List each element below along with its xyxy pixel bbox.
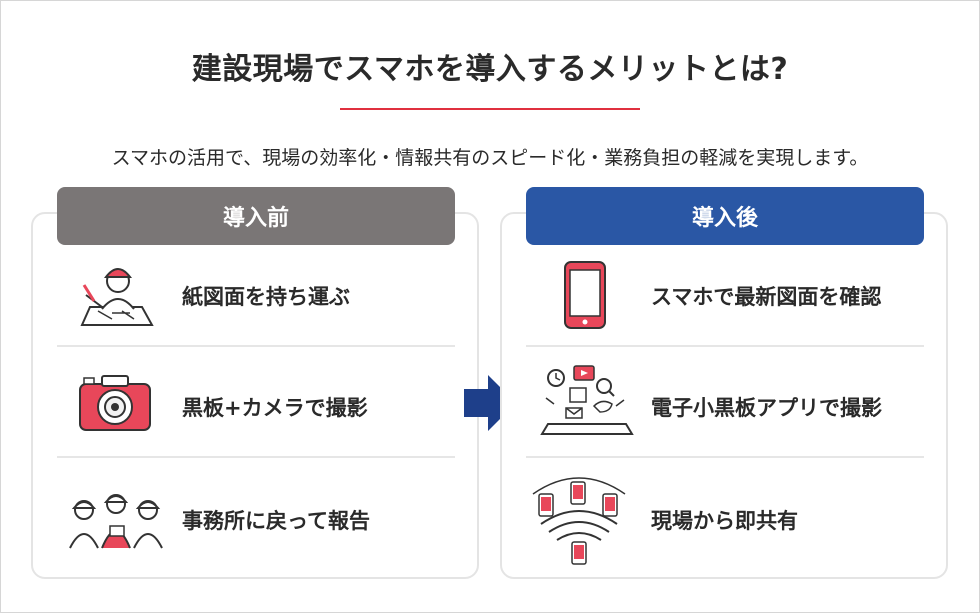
after-divider-2: [526, 456, 924, 458]
after-item-3-label: 現場から即共有: [651, 509, 798, 533]
after-item-1-label: スマホで最新図面を確認: [651, 285, 882, 309]
worker-drawing-icon: [80, 268, 154, 326]
after-item-2-label: 電子小黒板アプリで撮影: [651, 396, 882, 420]
before-item-2-label: 黒板+カメラで撮影: [182, 396, 368, 420]
before-tab: 導入前: [57, 187, 455, 245]
tablet-apps-icon: [540, 365, 634, 435]
smartphone-icon: [564, 261, 606, 329]
transition-arrow-icon: [464, 375, 516, 431]
before-item-1-label: 紙図面を持ち運ぶ: [182, 285, 350, 309]
after-divider-1: [526, 345, 924, 347]
before-divider-2: [57, 456, 455, 458]
network-share-icon: [532, 477, 626, 565]
before-divider-1: [57, 345, 455, 347]
after-tab: 導入後: [526, 187, 924, 245]
camera-icon: [79, 375, 151, 431]
page-title: 建設現場でスマホを導入するメリットとは?: [191, 52, 789, 87]
before-item-3-label: 事務所に戻って報告: [182, 509, 370, 533]
title-underline: [340, 108, 640, 110]
workers-group-icon: [69, 494, 163, 549]
page-subtitle: スマホの活用で、現場の効率化・情報共有のスピード化・業務負担の軽減を実現します。: [111, 147, 869, 169]
